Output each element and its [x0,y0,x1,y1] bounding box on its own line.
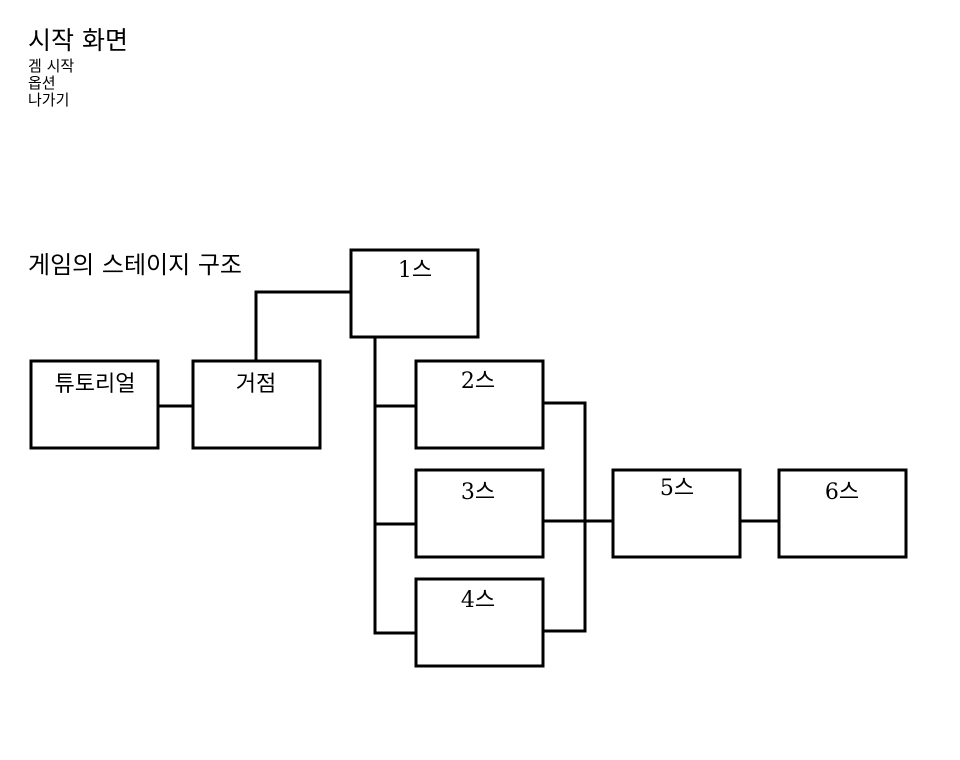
node-stage-3: 3스 [414,468,545,559]
node-stage-4-label: 4스 [461,588,495,613]
node-tutorial-label: 튜토리얼 [55,372,136,397]
node-base: 거점 [191,359,322,450]
node-stage-2-label: 2스 [461,369,495,394]
node-stage-2: 2스 [414,359,545,450]
connector-base-s1 [254,290,351,361]
connector-s1-s4 [373,337,416,635]
menu-item-exit[interactable]: 나가기 [28,91,70,109]
start-screen-title: 시작 화면 [28,26,128,55]
node-stage-4: 4스 [414,577,545,668]
menu-item-game-start[interactable]: 겜 시작 [28,57,75,75]
diagram-connectors [158,290,779,635]
node-base-label: 거점 [236,372,276,397]
node-stage-6-label: 6스 [825,480,859,505]
node-stage-1: 1스 [349,248,480,339]
connector-s2-s4-trunk [543,401,587,633]
node-tutorial: 튜토리얼 [29,359,160,450]
node-stage-3-label: 3스 [461,480,495,505]
node-stage-5: 5스 [611,468,742,559]
node-stage-1-label: 1스 [398,258,432,283]
menu-item-options[interactable]: 옵션 [28,74,56,92]
node-stage-5-label: 5스 [660,476,694,501]
node-stage-6: 6스 [777,468,908,559]
start-screen-section: 시작 화면 겜 시작 옵션 나가기 [28,26,128,109]
stage-structure-title: 게임의 스테이지 구조 [28,251,242,279]
